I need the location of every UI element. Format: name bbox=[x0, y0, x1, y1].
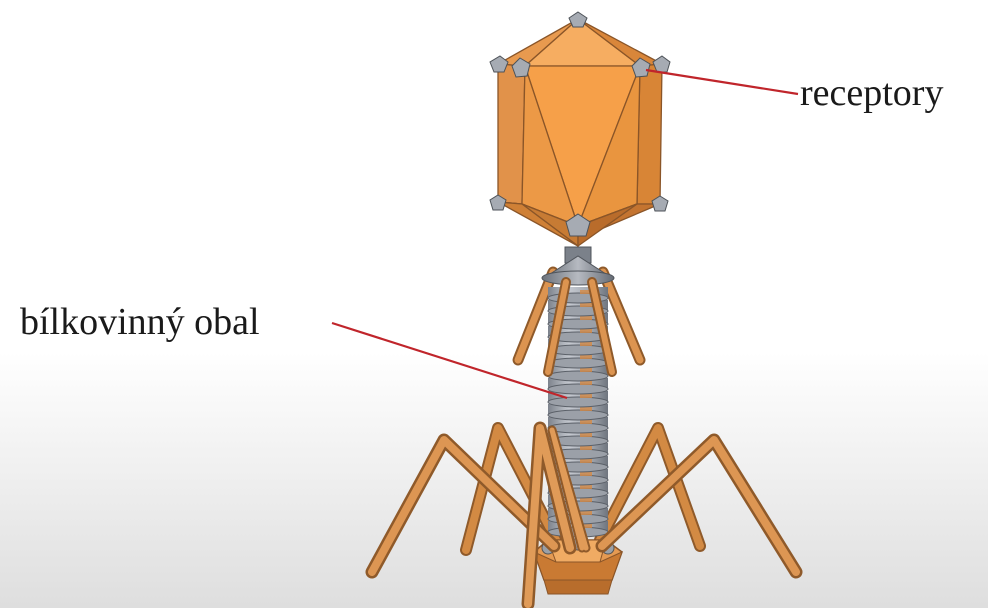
sheath-ring-spike bbox=[580, 316, 592, 320]
sheath-ring-rim bbox=[548, 384, 608, 394]
sheath-ring-spike bbox=[580, 485, 592, 489]
sheath-ring-spike bbox=[580, 459, 592, 463]
receptors-label: receptory bbox=[800, 74, 943, 112]
receptors-leader-line bbox=[646, 70, 798, 94]
neck-collar bbox=[542, 247, 614, 285]
sheath-ring-spike bbox=[580, 368, 592, 372]
sheath-ring-spike bbox=[580, 303, 592, 307]
sheath-ring-spike bbox=[580, 329, 592, 333]
sheath-ring-spike bbox=[580, 446, 592, 450]
sheath-ring-spike bbox=[580, 381, 592, 385]
sheath-ring-spike bbox=[580, 420, 592, 424]
sheath-ring-spike bbox=[580, 394, 592, 398]
capsid-head bbox=[498, 19, 662, 246]
sheath-ring-spike bbox=[580, 511, 592, 515]
sheath-ring-spike bbox=[580, 407, 592, 411]
sheath-ring-rim bbox=[548, 397, 608, 407]
sheath-ring-spike bbox=[580, 433, 592, 437]
sheath-ring-spike bbox=[580, 498, 592, 502]
sheath-ring-spike bbox=[580, 342, 592, 346]
sheath-ring-rim bbox=[548, 358, 608, 368]
sheath-ring-rim bbox=[548, 410, 608, 420]
sheath-ring-spike bbox=[580, 472, 592, 476]
sheath-ring-rim bbox=[548, 371, 608, 381]
sheath-ring-spike bbox=[580, 355, 592, 359]
protein-coat-label: bílkovinný obal bbox=[20, 303, 260, 341]
